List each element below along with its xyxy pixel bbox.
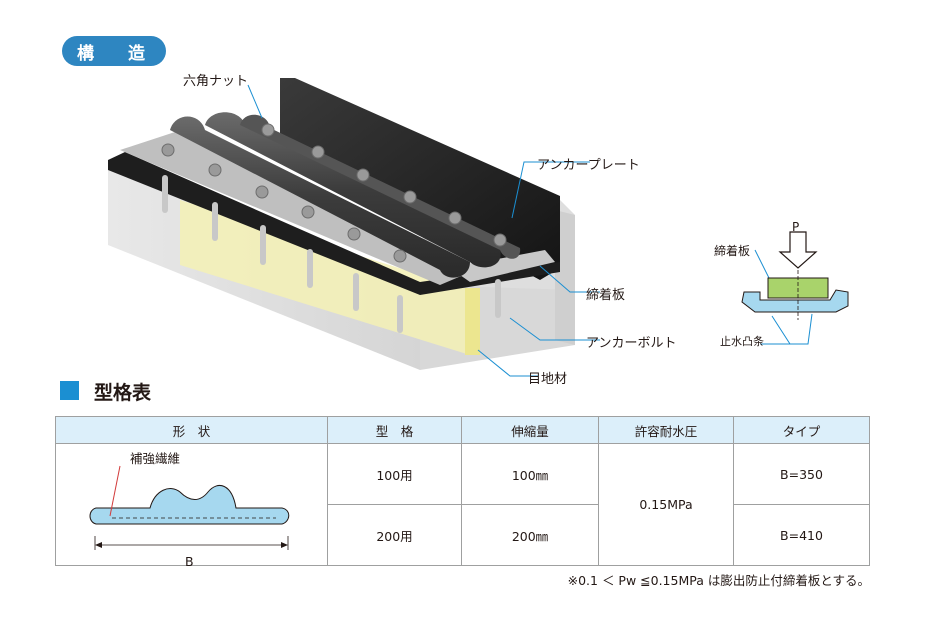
anchor-bolts — [162, 175, 501, 333]
cell-type: B=410 — [733, 504, 870, 566]
cell-expansion: 100㎜ — [461, 443, 599, 505]
section-title-structure: 構 造 — [62, 36, 166, 66]
label-reinforcing-fiber: 補強繊維 — [130, 451, 181, 466]
cell-type: B=350 — [733, 443, 870, 505]
label-anchor-bolt: アンカーボルト — [586, 336, 677, 351]
cell-model: 100用 — [327, 443, 462, 505]
anchor-plate — [280, 78, 560, 280]
section-title-spec: 型格表 — [94, 382, 152, 404]
header-shape: 形 状 — [55, 416, 328, 444]
label-hex-nut: 六角ナット — [183, 74, 249, 89]
callout-leaders — [247, 84, 600, 377]
cell-pressure: 0.15MPa — [598, 443, 734, 566]
hex-nuts — [161, 123, 507, 263]
label-clamp-plate: 締着板 — [586, 288, 626, 303]
table-row: 200用 200㎜ B=410 — [56, 504, 870, 566]
rubber-waterstop — [170, 112, 521, 278]
table-row: 補強繊維 B 100用 100㎜ 0.15MPa B=350 — [55, 443, 870, 569]
label-joint-material: 目地材 — [528, 372, 568, 387]
lower-flange — [108, 152, 560, 295]
spec-table: 形 状 型 格 伸縮量 許容耐水圧 タイプ 補強繊維 B 100用 100㎜ 0… — [55, 416, 870, 569]
cell-model: 200用 — [327, 504, 462, 566]
header-type: タイプ — [733, 416, 870, 444]
label-load-p: P — [792, 220, 800, 234]
header-expansion: 伸縮量 — [461, 416, 599, 444]
label-width-b: B — [185, 554, 194, 569]
header-pressure: 許容耐水圧 — [598, 416, 734, 444]
header-model: 型 格 — [327, 416, 462, 444]
table-header-row: 形 状 型 格 伸縮量 許容耐水圧 タイプ — [55, 416, 870, 444]
detail-diagram — [741, 231, 849, 345]
shape-cell: 補強繊維 B — [55, 443, 328, 569]
label-water-ridge: 止水凸条 — [720, 335, 764, 348]
label-detail-clamp-plate: 締着板 — [714, 244, 751, 258]
cell-expansion: 200㎜ — [461, 504, 599, 566]
label-anchor-plate: アンカープレート — [537, 158, 640, 173]
section-marker — [60, 381, 79, 400]
footnote: ※0.1 ＜ Pw ≦0.15MPa は膨出防止付締着板とする。 — [567, 573, 870, 588]
